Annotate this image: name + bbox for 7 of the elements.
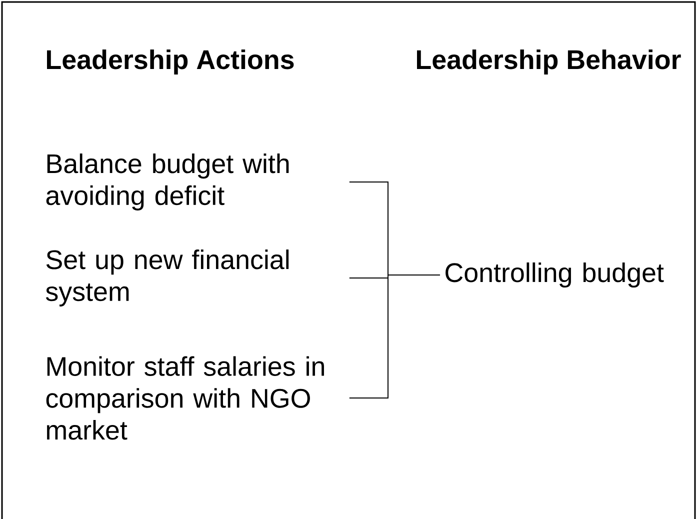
action-text: Monitor staff salaries in comparison with NGO market xyxy=(46,356,324,440)
action-text: Set up new financial system xyxy=(46,250,289,306)
column-heading: Leadership Actions xyxy=(47,49,294,75)
behavior-text: Controlling budget xyxy=(446,262,664,288)
action-text: Balance budget with avoiding deficit xyxy=(46,154,289,210)
column-heading: Leadership Behavior xyxy=(417,49,681,75)
bracket-line xyxy=(348,274,440,398)
